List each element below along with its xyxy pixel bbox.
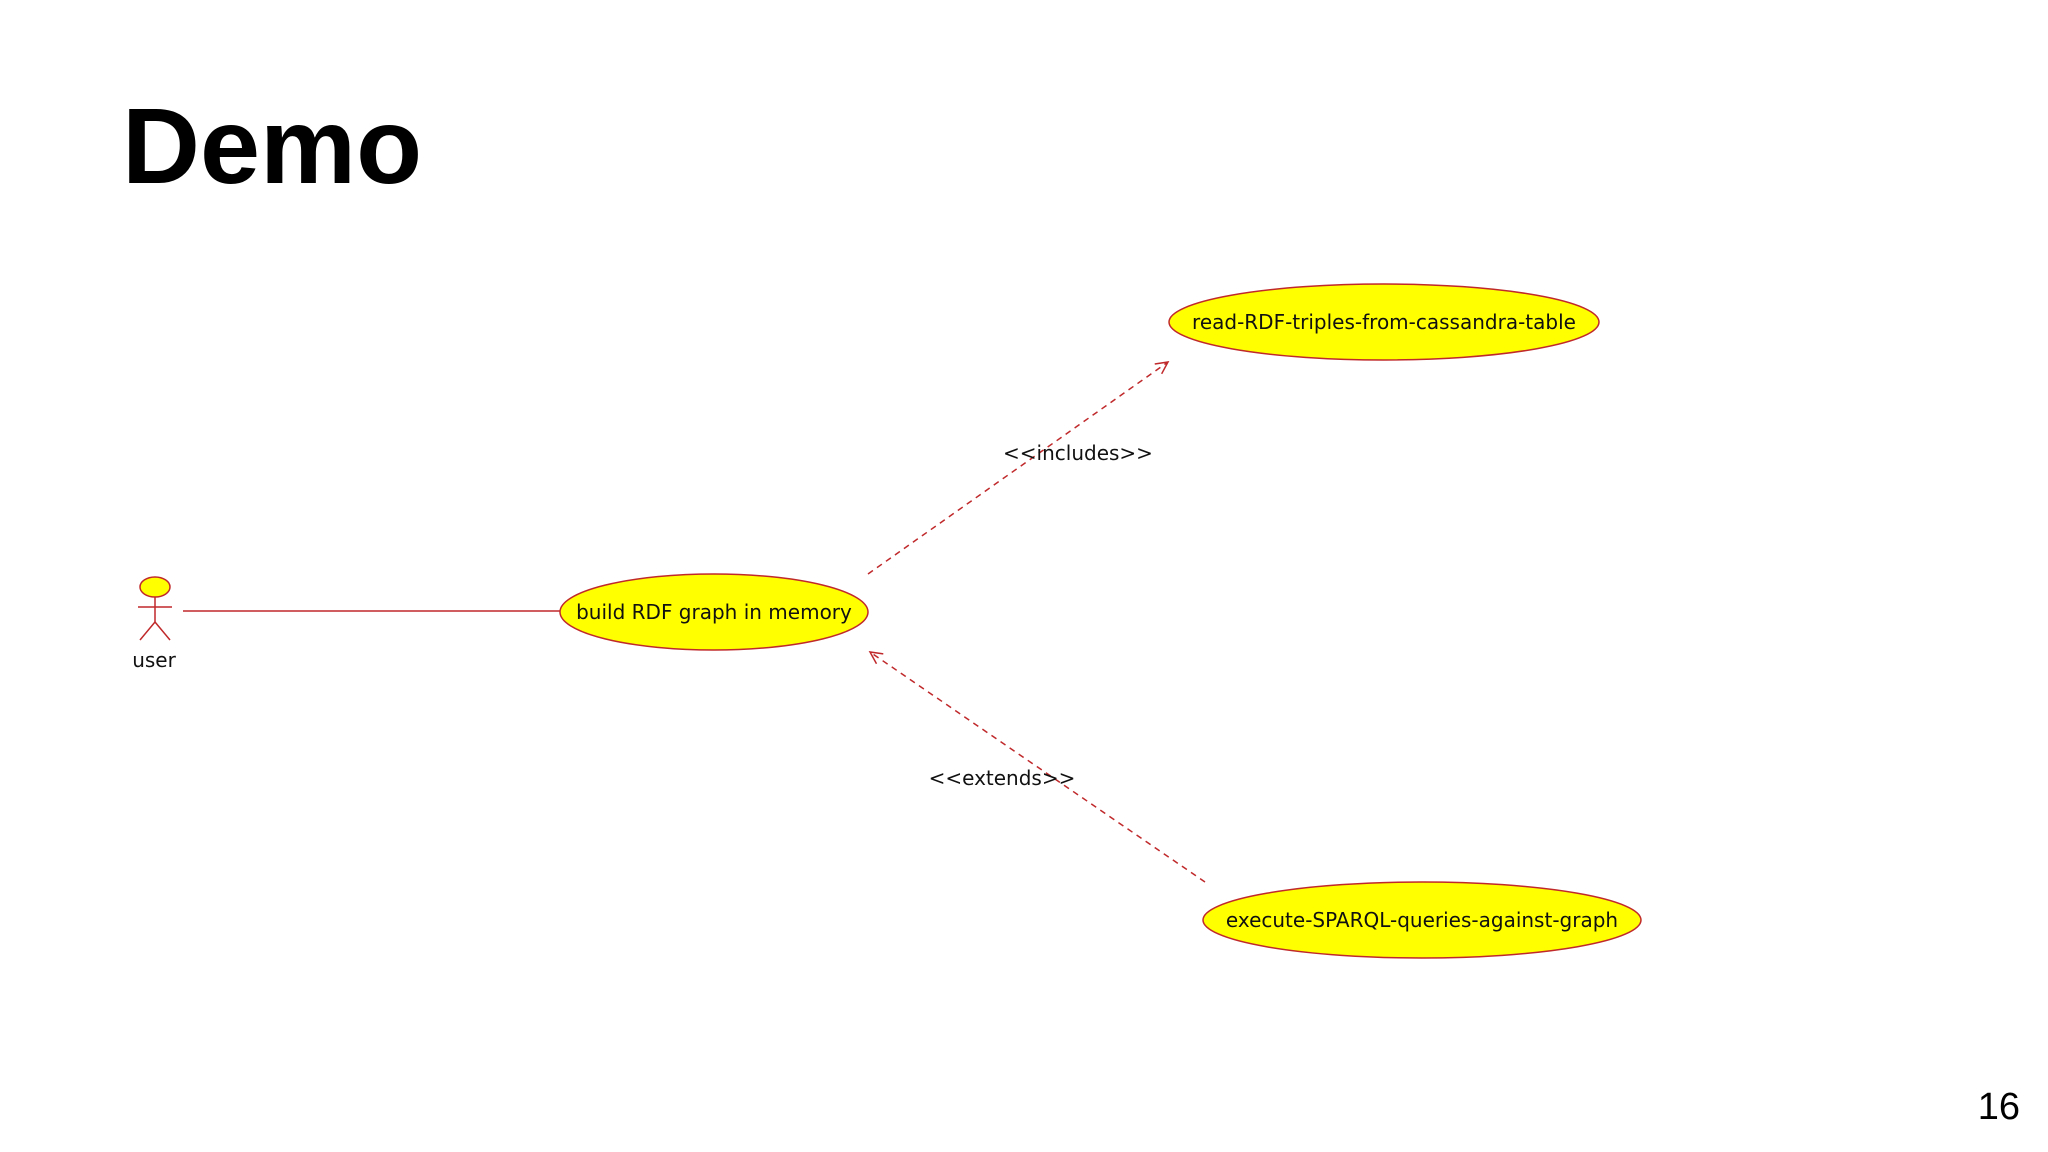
use-case-label: execute-SPARQL-queries-against-graph (1226, 908, 1618, 932)
extends-label: <<extends>> (929, 766, 1076, 790)
use-case-execute-sparql[interactable]: execute-SPARQL-queries-against-graph (1202, 881, 1642, 959)
use-case-read-rdf-triples[interactable]: read-RDF-triples-from-cassandra-table (1168, 283, 1600, 361)
slide-title: Demo (122, 85, 423, 206)
use-case-label: build RDF graph in memory (576, 600, 852, 624)
actor-label: user (132, 648, 176, 672)
page-number: 16 (1977, 1086, 2020, 1128)
includes-arrow (867, 361, 1170, 575)
stick-figure-icon (138, 576, 172, 641)
includes-label: <<includes>> (1003, 441, 1153, 465)
actor-user[interactable]: user (132, 576, 177, 672)
use-case-build-rdf-graph[interactable]: build RDF graph in memory (559, 573, 869, 651)
extends-arrow (868, 651, 1206, 883)
use-case-label: read-RDF-triples-from-cassandra-table (1192, 310, 1576, 334)
